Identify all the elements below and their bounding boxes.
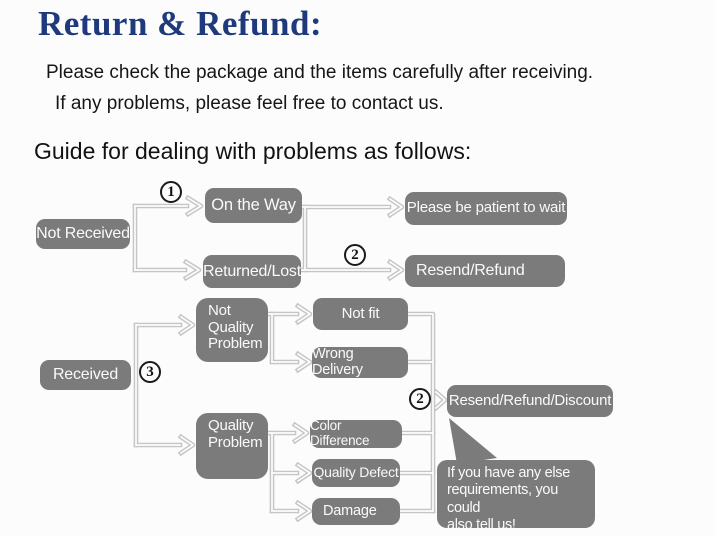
intro-text-line1: Please check the package and the items c… bbox=[46, 62, 594, 83]
note-speech-bubble: If you have any else requirements, you c… bbox=[437, 460, 595, 533]
node-please-be-patient: Please be patient to wait bbox=[405, 192, 567, 225]
node-received: Received bbox=[40, 360, 131, 390]
speech-bubble-tail bbox=[449, 418, 497, 464]
guide-heading: Guide for dealing with problems as follo… bbox=[34, 138, 472, 164]
note-line-3: also tell us! bbox=[447, 517, 516, 534]
node-resend-refund: Resend/Refund bbox=[405, 255, 565, 287]
step-1-circled-marker: 1 bbox=[160, 181, 182, 203]
node-quality-problem: Quality Problem bbox=[196, 413, 268, 479]
node-not-quality-problem: Not Quality Problem bbox=[196, 298, 268, 362]
page-title: Return & Refund: bbox=[38, 4, 323, 43]
node-damage: Damage bbox=[312, 498, 400, 525]
node-quality-defect: Quality Defect bbox=[312, 459, 400, 487]
node-on-the-way: On the Way bbox=[205, 188, 302, 223]
step-3-circled-marker: 3 bbox=[139, 361, 161, 383]
node-returned-lost: Returned/Lost bbox=[203, 255, 301, 288]
note-line-2: requirements, you could bbox=[447, 482, 558, 516]
node-color-difference: Color Difference bbox=[310, 418, 402, 448]
node-not-fit: Not fit bbox=[313, 298, 408, 330]
intro-text-line2: If any problems, please feel free to con… bbox=[55, 93, 444, 114]
note-line-1: If you have any else bbox=[447, 465, 570, 481]
node-not-received: Not Received bbox=[36, 219, 130, 249]
step-2-circled-marker-top: 2 bbox=[344, 244, 366, 266]
node-wrong-delivery: Wrong Delivery bbox=[312, 346, 408, 378]
step-2-circled-marker-bottom: 2 bbox=[409, 388, 431, 410]
node-resend-refund-discount: Resend/Refund/Discount bbox=[447, 385, 613, 417]
